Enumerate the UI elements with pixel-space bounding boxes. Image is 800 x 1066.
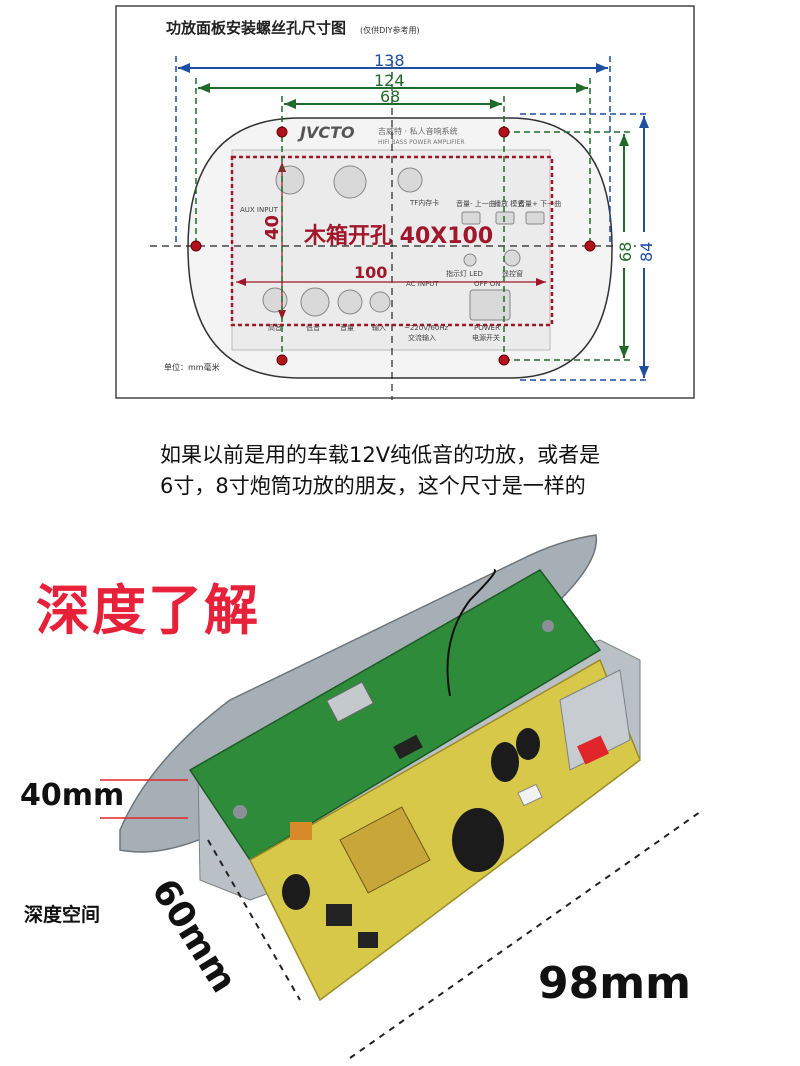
pcb-components (233, 569, 610, 948)
bass-label: 低音 (306, 323, 320, 332)
aux-input-label: AUX INPUT (240, 206, 279, 214)
treble-label: 高音 (268, 323, 282, 332)
arrow-down-icon (619, 346, 629, 358)
off-on-label: OFF ON (474, 280, 501, 288)
transformer-icon (339, 806, 431, 894)
caption-line-1: 如果以前是用的车载12V纯低音的功放，或者是 (160, 443, 601, 467)
indicator-label: 指示灯 LED (446, 269, 483, 278)
capacitor-icon (282, 874, 310, 910)
arrow-right-icon (490, 99, 502, 109)
width-98-label: 98mm (538, 958, 691, 1009)
sd-card-slot-icon (326, 681, 374, 723)
depth-space-label: 深度空间 (24, 904, 101, 926)
capacitor-icon (452, 808, 504, 872)
dim-68-label: 68 (380, 87, 400, 106)
green-pcb (188, 569, 602, 862)
volume-knob-icon (337, 289, 363, 315)
arrow-right-icon (596, 63, 608, 73)
panel-controls (262, 165, 545, 321)
chip-icon (358, 932, 378, 948)
dim-68v-label: 68 (616, 242, 635, 262)
arrow-left-icon (178, 63, 190, 73)
power-switch-icon (469, 289, 511, 321)
treble-knob-icon (262, 287, 288, 313)
depth-title: 深度了解 (36, 579, 260, 642)
led-icon (463, 253, 477, 267)
unit-label: 单位：mm毫米 (164, 362, 220, 372)
cutout-outline (230, 155, 554, 327)
dim-68v-label-bg (614, 232, 634, 268)
screw-icon (233, 805, 247, 819)
remote-label: 遥控窗 (502, 269, 523, 278)
ac-input-label: AC INPUT (406, 280, 439, 288)
ac-220-label: ~220V/60Hz (404, 324, 449, 332)
arrow-down-icon (278, 310, 286, 320)
power-switch-label: 电源开关 (472, 333, 500, 342)
mounting-hole-icon (584, 240, 596, 252)
dim-84-label-bg (636, 232, 656, 268)
aux-jack-icon (397, 167, 423, 193)
ac-input-cn-label: 交流输入 (408, 333, 436, 342)
arrow-left-icon (236, 278, 246, 286)
wire-icon (446, 569, 496, 697)
arrow-up-icon (639, 116, 649, 128)
arrow-left-icon (198, 83, 210, 93)
volume-label: 音量 (340, 323, 354, 332)
arrow-right-icon (536, 278, 546, 286)
power-label: POWER (474, 324, 500, 332)
arrow-up-icon (619, 134, 629, 146)
mounting-hole-icon (276, 126, 288, 138)
mounting-hole-icon (276, 354, 288, 366)
arrow-down-icon (639, 366, 649, 378)
amplifier-photo (100, 534, 701, 1059)
mounting-hole-icon (190, 240, 202, 252)
caption: 如果以前是用的车载12V纯低音的功放，或者是 6寸，8寸炮筒功放的朋友，这个尺寸… (160, 440, 720, 502)
remote-window-icon (503, 249, 521, 267)
brand-logo: JVCTO (297, 123, 355, 142)
input-jack-icon (369, 291, 391, 313)
dim-124-label: 124 (374, 71, 405, 90)
connector-icon (576, 735, 610, 765)
connector-icon (517, 783, 543, 807)
arrow-right-icon (576, 83, 588, 93)
mounting-diagram: 功放面板安装螺丝孔尺寸图 (仅供DIY参考用) JVCTO 吉威特 · 私人音响… (115, 5, 695, 400)
aux-jack-icon (333, 165, 367, 199)
bass-knob-icon (300, 287, 330, 317)
input-label: 输入 (372, 323, 386, 332)
capacitor-icon (491, 742, 519, 782)
arrow-left-icon (284, 99, 296, 109)
mounting-hole-icon (498, 354, 510, 366)
diagram-title-note: (仅供DIY参考用) (360, 25, 420, 35)
cutout-width-label: 100 (354, 263, 387, 282)
cutout-height-label: 40 (262, 215, 283, 240)
mode-button-icon (495, 211, 515, 225)
dim-138-label: 138 (374, 51, 405, 70)
depth-40-label: 40mm (20, 778, 125, 813)
mounting-hole-icon (498, 126, 510, 138)
mounting-holes (190, 126, 596, 366)
screw-icon (542, 620, 554, 632)
volume-next-label: 音量+ 下一曲 (518, 199, 561, 208)
prev-button-icon (461, 211, 481, 225)
aux-jack-icon (275, 165, 305, 195)
cutout-label: 木箱开孔 40X100 (303, 223, 493, 249)
diagram-title: 功放面板安装螺丝孔尺寸图 (166, 19, 346, 37)
brand-subtitle: 吉威特 · 私人音响系统 (378, 126, 458, 136)
caption-line-2: 6寸，8寸炮筒功放的朋友，这个尺寸是一样的 (160, 474, 586, 498)
heatsink (559, 669, 631, 771)
chip-icon (393, 734, 423, 760)
play-mode-label: 播放 模式 (494, 199, 524, 208)
brand-subtitle-2: HIFI BASS POWER AMPLIFIER (378, 139, 465, 146)
next-button-icon (525, 211, 545, 225)
dim-84-label: 84 (637, 242, 656, 262)
volume-prev-label: 音量- 上一曲 (456, 199, 496, 208)
tf-card-label: TF内存卡 (409, 198, 439, 207)
chip-icon (326, 904, 352, 926)
resistor-block-icon (290, 822, 312, 840)
capacitor-icon (516, 728, 540, 760)
